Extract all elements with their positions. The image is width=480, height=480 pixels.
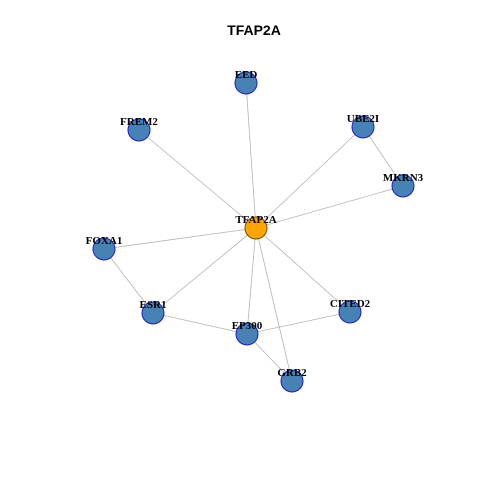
edge-tfap2a-mkrn3 xyxy=(255,185,404,229)
edge-tfap2a-ep300 xyxy=(246,227,257,335)
node-circle-ube2i xyxy=(351,115,375,139)
node-ube2i: UBE2I xyxy=(347,113,379,139)
edge-tfap2a-esr1 xyxy=(152,227,257,314)
node-label-cited2: CITED2 xyxy=(330,298,371,310)
node-circle-mkrn3 xyxy=(391,174,415,198)
node-label-frem2: FREM2 xyxy=(120,116,158,128)
node-circle-eed xyxy=(234,71,258,95)
edge-tfap2a-grb2 xyxy=(255,227,293,382)
node-grb2: GRB2 xyxy=(277,367,307,393)
node-circle-foxa1 xyxy=(92,237,116,261)
node-circle-esr1 xyxy=(141,301,165,325)
node-eed: EED xyxy=(234,69,258,95)
node-label-esr1: ESR1 xyxy=(140,299,167,311)
node-circle-ep300 xyxy=(235,322,259,346)
edge-tfap2a-eed xyxy=(245,82,257,229)
node-foxa1: FOXA1 xyxy=(86,235,123,261)
edge-ep300-cited2 xyxy=(246,311,351,335)
node-circle-tfap2a xyxy=(244,216,268,240)
edge-tfap2a-ube2i xyxy=(255,126,364,229)
node-cited2: CITED2 xyxy=(330,298,371,324)
node-esr1: ESR1 xyxy=(140,299,167,325)
node-label-grb2: GRB2 xyxy=(277,367,307,379)
node-mkrn3: MKRN3 xyxy=(383,172,424,198)
edge-tfap2a-foxa1 xyxy=(103,227,257,250)
node-label-tfap2a: TFAP2A xyxy=(235,214,276,226)
node-tfap2a: TFAP2A xyxy=(235,214,277,240)
node-label-foxa1: FOXA1 xyxy=(86,235,123,247)
edge-tfap2a-cited2 xyxy=(255,227,351,313)
edge-foxa1-esr1 xyxy=(103,248,154,314)
node-label-ube2i: UBE2I xyxy=(347,113,379,125)
edge-esr1-ep300 xyxy=(152,312,248,335)
edge-tfap2a-frem2 xyxy=(138,129,257,229)
node-label-eed: EED xyxy=(235,69,258,81)
edges-layer xyxy=(103,82,404,382)
node-circle-grb2 xyxy=(280,369,304,393)
edge-ube2i-mkrn3 xyxy=(362,126,404,187)
node-circle-frem2 xyxy=(127,118,151,142)
node-circle-cited2 xyxy=(338,300,362,324)
diagram-title: TFAP2A xyxy=(227,22,281,38)
node-label-mkrn3: MKRN3 xyxy=(383,172,424,184)
node-ep300: EP300 xyxy=(232,320,263,346)
node-label-ep300: EP300 xyxy=(232,320,263,332)
node-frem2: FREM2 xyxy=(120,116,158,142)
